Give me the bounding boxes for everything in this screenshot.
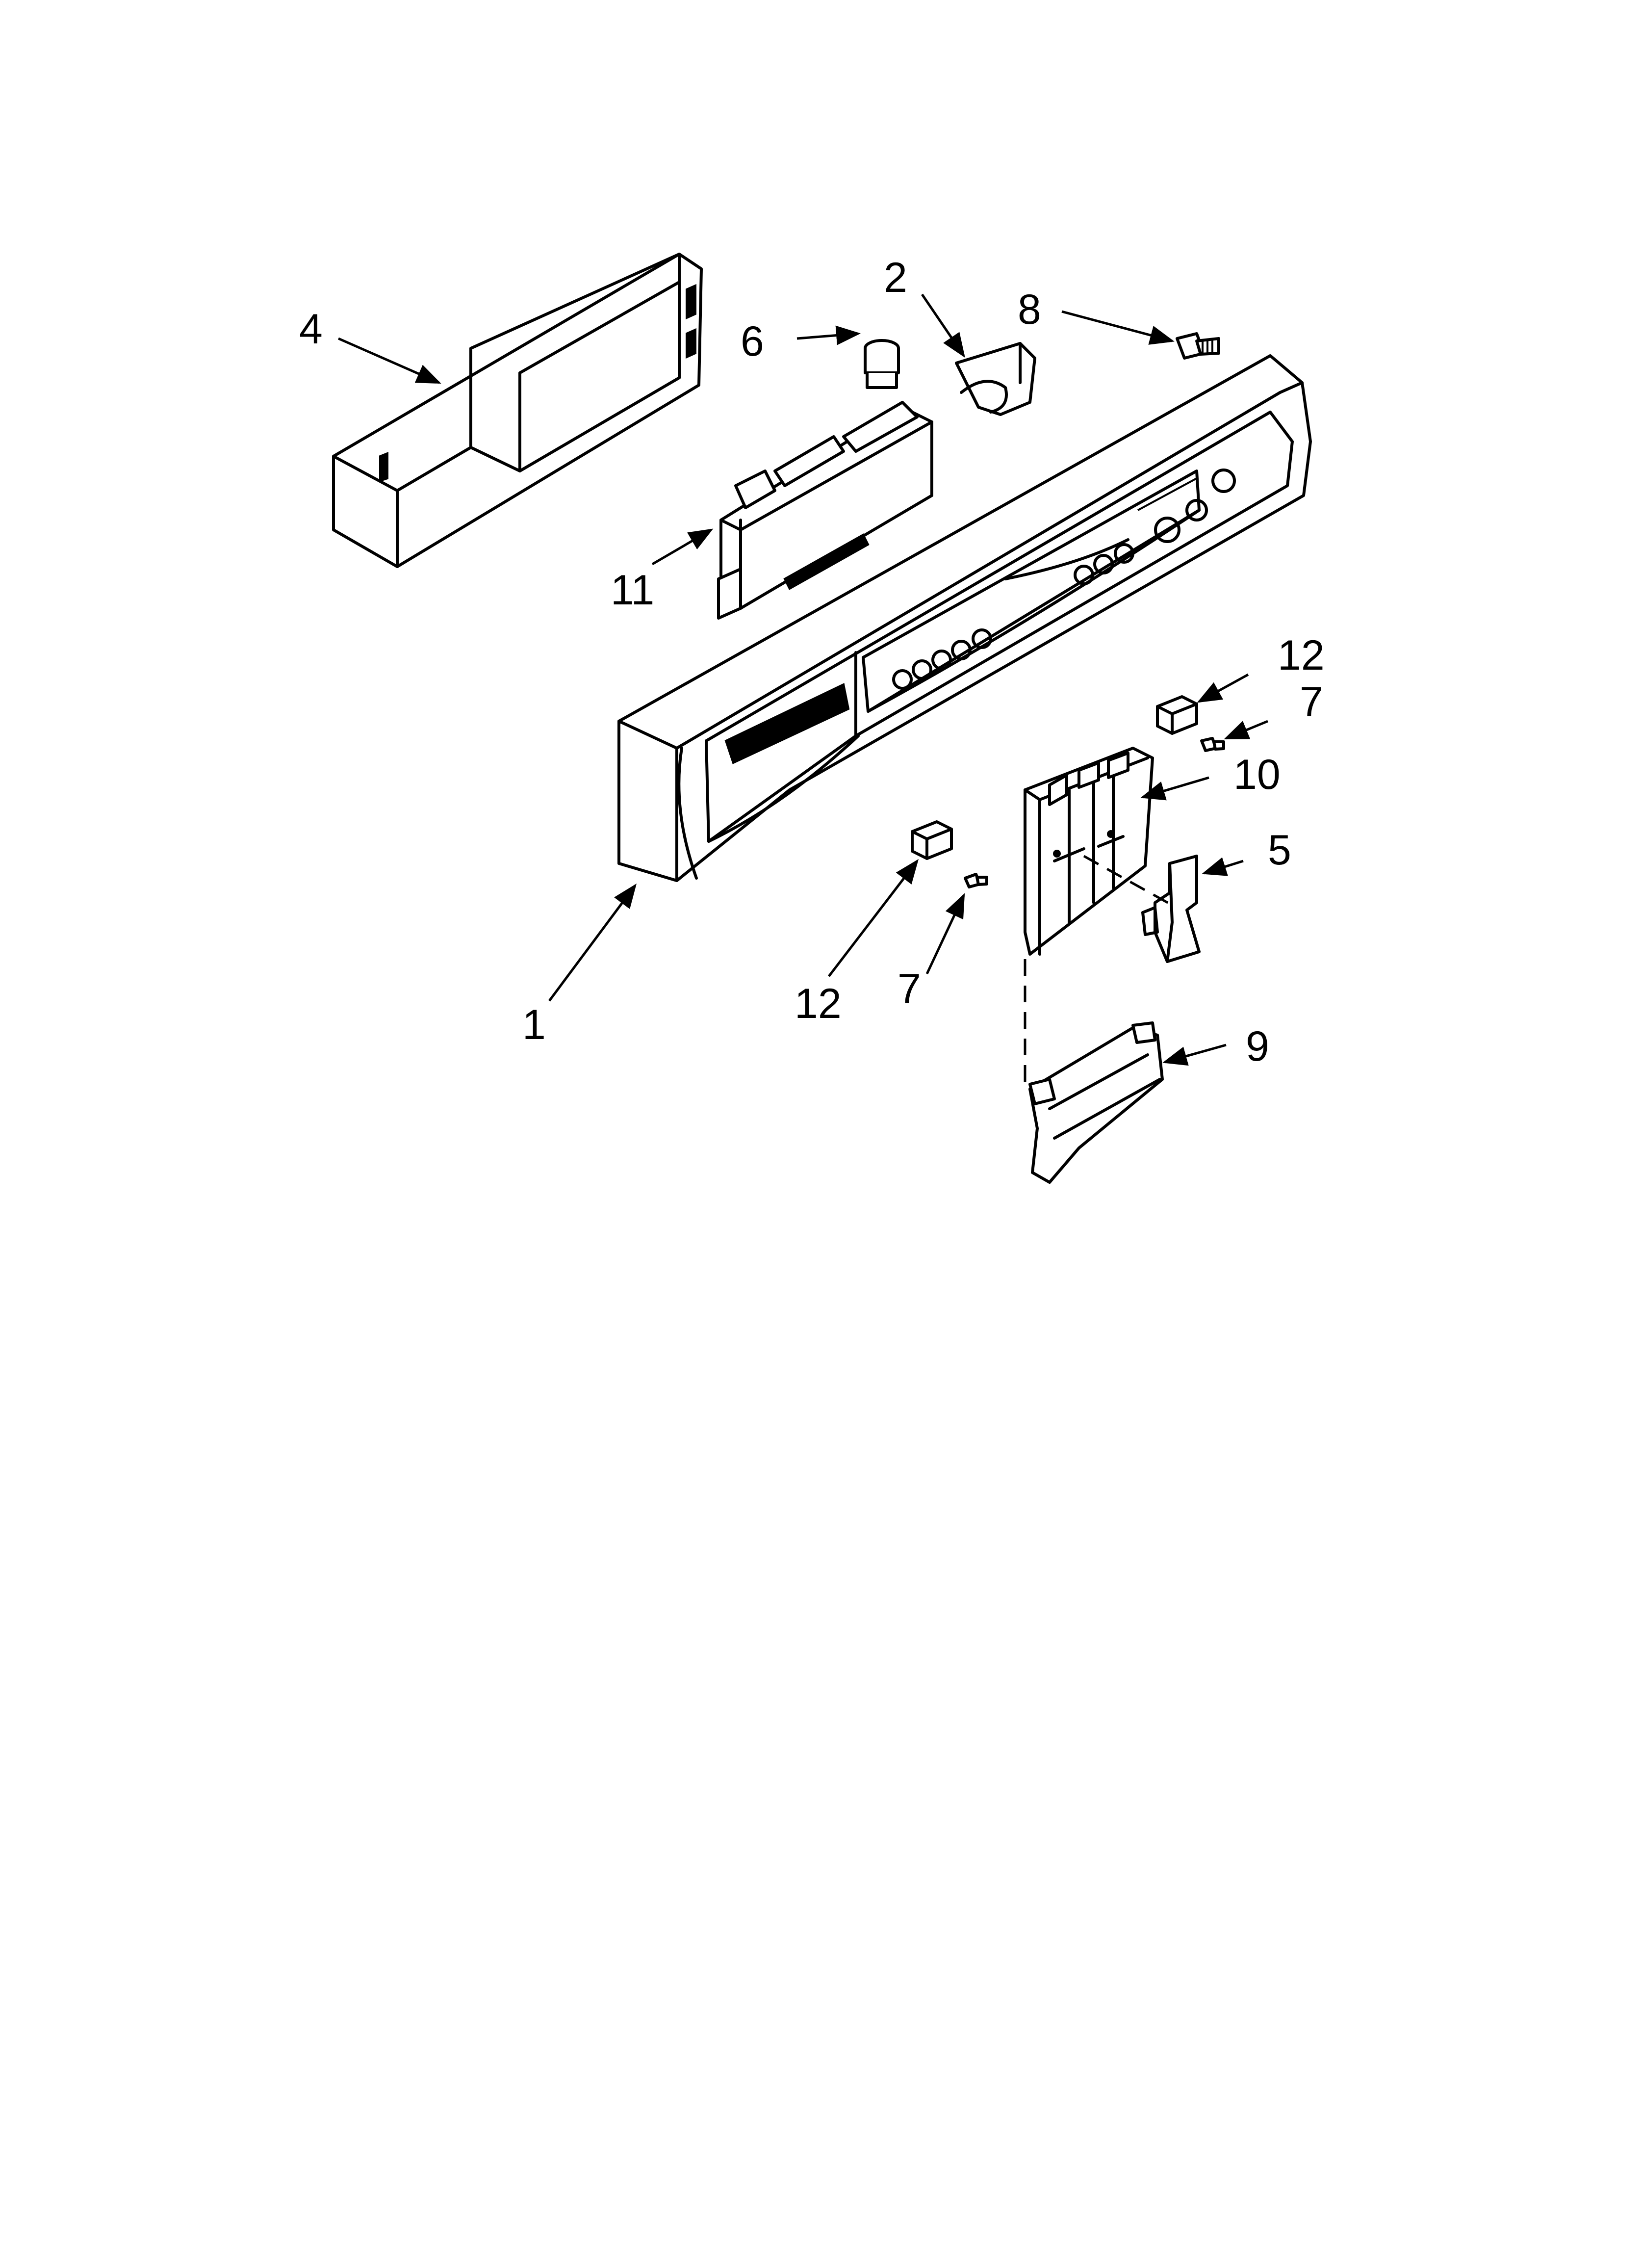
part-11-control-board — [717, 401, 933, 620]
part-8-screw — [1176, 332, 1220, 360]
callout-5: 5 — [1268, 827, 1291, 874]
callout-2: 2 — [884, 254, 907, 301]
part-7-screw-left — [964, 873, 988, 888]
part-10-bracket — [1024, 747, 1154, 956]
callout-8: 8 — [1018, 286, 1041, 333]
part-4-cover — [332, 253, 703, 568]
callout-4: 4 — [299, 306, 323, 353]
alignment-lines — [1024, 855, 1173, 1082]
part-5-latch — [1141, 855, 1201, 963]
callout-11: 11 — [611, 567, 654, 614]
callout-labels: 4 6 2 8 11 12 7 10 5 1 12 7 9 — [299, 254, 1325, 1070]
callout-10: 10 — [1233, 751, 1281, 798]
part-9-guard — [1028, 1021, 1164, 1184]
callout-1: 1 — [522, 1001, 546, 1048]
callout-9: 9 — [1246, 1023, 1269, 1070]
callout-6: 6 — [741, 318, 764, 365]
part-7-screw-right — [1200, 737, 1225, 752]
callout-7-right: 7 — [1300, 678, 1323, 726]
leader-lines — [337, 293, 1268, 1066]
callout-12-right: 12 — [1278, 632, 1325, 679]
part-6-button — [864, 339, 900, 389]
part-2-clip — [955, 342, 1036, 416]
part-12-clip-right — [1156, 695, 1198, 735]
callout-7-left: 7 — [898, 965, 921, 1013]
callout-12-left: 12 — [795, 980, 842, 1027]
part-1-console — [617, 354, 1312, 882]
part-12-clip-left — [911, 820, 953, 860]
